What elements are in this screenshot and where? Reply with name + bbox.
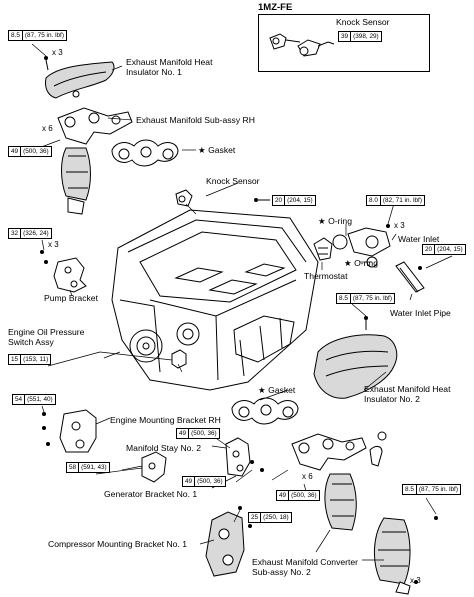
torque-spec-knock-sensor: 20(204, 15) (272, 195, 316, 206)
oil-pressure-switch-drawing (171, 349, 187, 373)
water-inlet-drawing (313, 224, 425, 293)
label-insulator-2: Exhaust Manifold Heat Insulator No. 2 (364, 384, 451, 404)
torque-spec-manifold-stay-2: 49(500, 36) (176, 428, 220, 439)
torque-spec-stay-lower: 49(500, 36) (182, 476, 226, 487)
torque-spec-compressor-bracket: 25(250, 18) (248, 512, 292, 523)
label-thermostat: Thermostat (304, 271, 348, 281)
label-gasket-lower: ★ Gasket (258, 385, 296, 395)
torque-spec-mounting-bracket-rh: 54(551, 40) (12, 394, 56, 405)
label-generator-bracket: Generator Bracket No. 1 (104, 489, 198, 499)
torque-spec-water-inlet: 8.0(82, 71 in. lbf) (366, 195, 425, 206)
bolt-count-manifold-rh: x 6 (42, 124, 53, 133)
generator-bracket-drawing (141, 451, 167, 483)
mounting-bracket-rh-drawing (42, 409, 97, 453)
pump-bracket-drawing (40, 250, 87, 293)
label-converter-2: Exhaust Manifold Converter Sub-assy No. … (252, 557, 359, 577)
label-oring-1: ★ O-ring (318, 216, 352, 226)
engine-block-drawing (111, 209, 319, 391)
torque-spec-converter-right: 8.5(87, 75 in. lbf) (402, 484, 461, 495)
heat-insulator-2-drawing (313, 316, 398, 399)
label-compressor-bracket: Compressor Mounting Bracket No. 1 (48, 539, 187, 549)
label-gasket-top: ★ Gasket (198, 145, 236, 155)
engine-code-label: 1MZ-FE (258, 2, 293, 13)
inset-knock-sensor-drawing (269, 33, 335, 57)
label-manifold-rh: Exhaust Manifold Sub-assy RH (136, 115, 255, 125)
bolt-count-converter-right: x 3 (410, 576, 421, 585)
bolt-count-pump-bracket: x 3 (48, 240, 59, 249)
torque-spec-inset: 39(398, 29) (338, 31, 382, 42)
manifold-stay-2-drawing (225, 437, 264, 477)
torque-spec-generator-bracket: 58(591, 43) (66, 462, 110, 473)
label-pump-bracket: Pump Bracket (44, 293, 98, 303)
converter-right-drawing (373, 516, 438, 595)
converter-2-drawing (291, 431, 387, 531)
label-manifold-stay-2: Manifold Stay No. 2 (126, 443, 201, 453)
torque-spec-insulator-2: 8.5(87, 75 in. lbf) (336, 293, 395, 304)
torque-spec-water-inlet-pipe: 20(204, 15) (422, 244, 466, 255)
bolt-count-insulator-1: x 3 (52, 48, 63, 57)
label-mounting-bracket-rh: Engine Mounting Bracket RH (110, 415, 221, 425)
bolt-count-water-inlet: x 3 (394, 221, 405, 230)
exhaust-manifold-rh-drawing (57, 107, 133, 215)
label-oring-2: ★ O-ring (344, 258, 378, 268)
inset-knock-sensor-label: Knock Sensor (336, 17, 390, 27)
torque-spec-pump-bracket: 32(326, 24) (8, 228, 52, 239)
torque-spec-converter-lower: 49(500, 36) (276, 490, 320, 501)
torque-spec-oil-pressure-switch: 15(153, 11) (8, 354, 52, 365)
torque-spec-manifold-rh: 49(500, 36) (8, 146, 52, 157)
gasket-top-drawing (111, 139, 179, 167)
knock-sensor-inset-box (258, 14, 430, 72)
gasket-lower-drawing (231, 397, 299, 425)
label-insulator-1: Exhaust Manifold Heat Insulator No. 1 (126, 57, 213, 77)
torque-spec-manifold-insulator-1: 8.5(87, 75 in. lbf) (8, 30, 67, 41)
compressor-bracket-drawing (205, 506, 252, 577)
label-water-inlet: Water Inlet (398, 234, 440, 244)
bolt-count-converter: x 6 (302, 472, 313, 481)
label-water-inlet-pipe: Water Inlet Pipe (390, 308, 451, 318)
heat-insulator-1-drawing (44, 56, 115, 99)
label-knock-sensor: Knock Sensor (206, 176, 260, 186)
label-oil-pressure-switch: Engine Oil Pressure Switch Assy (8, 327, 85, 347)
